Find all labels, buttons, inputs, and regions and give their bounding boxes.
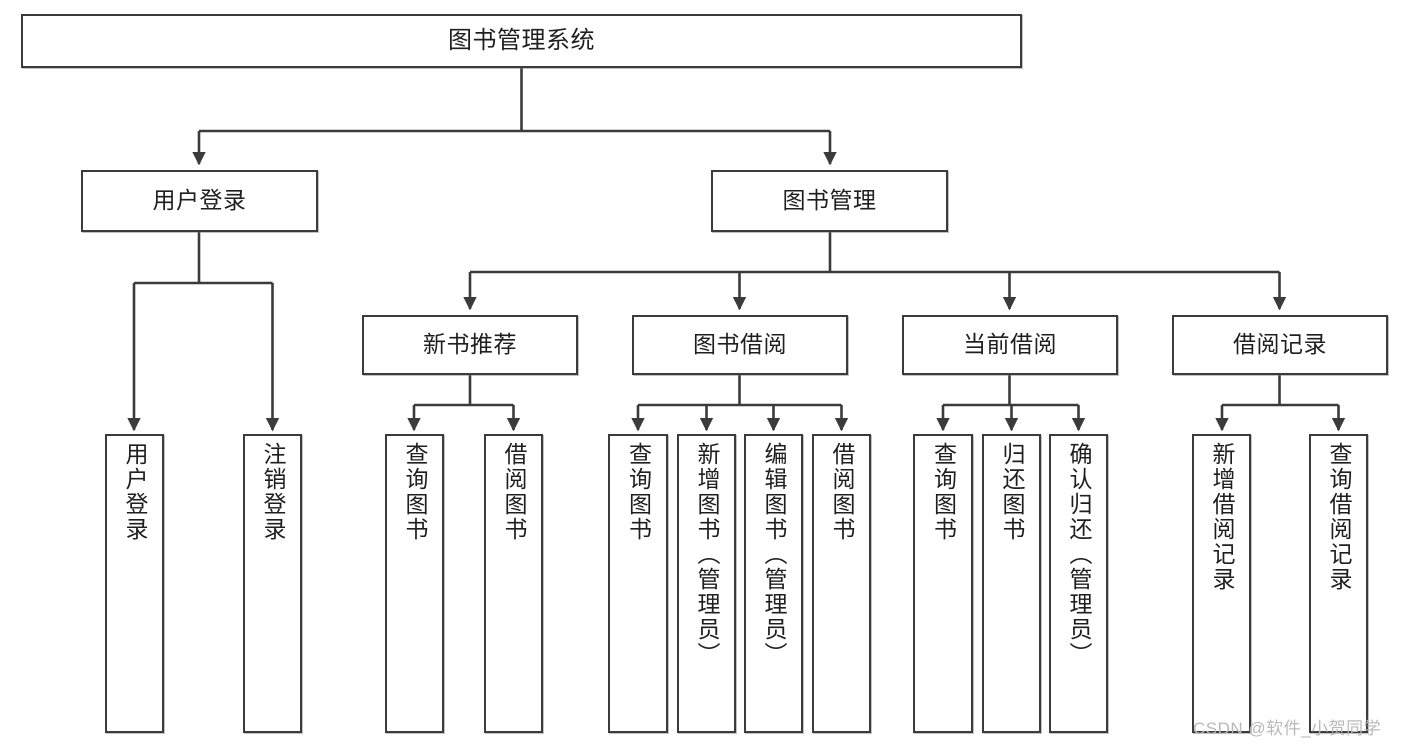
- node-leaf-query-book-2[interactable]: 查询图书: [608, 434, 668, 733]
- node-borrow-record[interactable]: 借阅记录: [1172, 315, 1388, 375]
- node-leaf-query-book-2-label: 查询图书: [625, 442, 652, 542]
- node-book-borrow[interactable]: 图书借阅: [632, 315, 848, 375]
- node-new-book-recommend-label: 新书推荐: [423, 331, 517, 358]
- node-leaf-add-record[interactable]: 新增借阅记录: [1192, 434, 1251, 733]
- node-leaf-edit-book-label: 编辑图书（管理员）: [761, 442, 787, 667]
- node-leaf-confirm-return[interactable]: 确认归还（管理员）: [1049, 434, 1108, 733]
- node-leaf-user-login-label: 用户登录: [122, 442, 148, 542]
- node-user-login[interactable]: 用户登录: [81, 170, 318, 232]
- node-leaf-logout-login-label: 注销登录: [260, 442, 286, 542]
- node-leaf-query-record[interactable]: 查询借阅记录: [1309, 434, 1368, 733]
- node-leaf-borrow-book-1-label: 借阅图书: [501, 442, 527, 542]
- node-leaf-return-book-label: 归还图书: [999, 442, 1025, 542]
- node-leaf-edit-book[interactable]: 编辑图书（管理员）: [744, 434, 803, 733]
- node-leaf-logout-login[interactable]: 注销登录: [243, 434, 302, 733]
- node-leaf-query-book-1-label: 查询图书: [402, 442, 428, 542]
- node-leaf-query-book-3-label: 查询图书: [930, 442, 957, 542]
- node-borrow-record-label: 借阅记录: [1233, 331, 1327, 358]
- node-book-management-label: 图书管理: [782, 187, 877, 214]
- node-new-book-recommend[interactable]: 新书推荐: [362, 315, 578, 375]
- node-leaf-return-book[interactable]: 归还图书: [982, 434, 1041, 733]
- node-leaf-add-book-label: 新增图书（管理员）: [694, 442, 720, 667]
- node-leaf-query-book-1[interactable]: 查询图书: [385, 434, 444, 733]
- node-root-label: 图书管理系统: [448, 26, 595, 54]
- node-current-borrow-label: 当前借阅: [963, 331, 1057, 358]
- csdn-watermark: CSDN @软件_小贺同学: [1193, 719, 1382, 738]
- node-root[interactable]: 图书管理系统: [21, 14, 1022, 68]
- node-current-borrow[interactable]: 当前借阅: [902, 315, 1118, 375]
- node-leaf-borrow-book-2[interactable]: 借阅图书: [812, 434, 871, 733]
- node-leaf-add-record-label: 新增借阅记录: [1209, 442, 1235, 592]
- node-book-management[interactable]: 图书管理: [711, 170, 948, 232]
- node-leaf-confirm-return-label: 确认归还（管理员）: [1066, 442, 1092, 667]
- node-leaf-query-record-label: 查询借阅记录: [1326, 442, 1352, 592]
- node-leaf-add-book[interactable]: 新增图书（管理员）: [677, 434, 736, 733]
- node-leaf-borrow-book-1[interactable]: 借阅图书: [484, 434, 543, 733]
- node-leaf-user-login[interactable]: 用户登录: [105, 434, 164, 733]
- node-book-borrow-label: 图书借阅: [693, 331, 787, 358]
- node-user-login-label: 用户登录: [152, 187, 247, 214]
- node-leaf-borrow-book-2-label: 借阅图书: [829, 442, 855, 542]
- node-leaf-query-book-3[interactable]: 查询图书: [913, 434, 973, 733]
